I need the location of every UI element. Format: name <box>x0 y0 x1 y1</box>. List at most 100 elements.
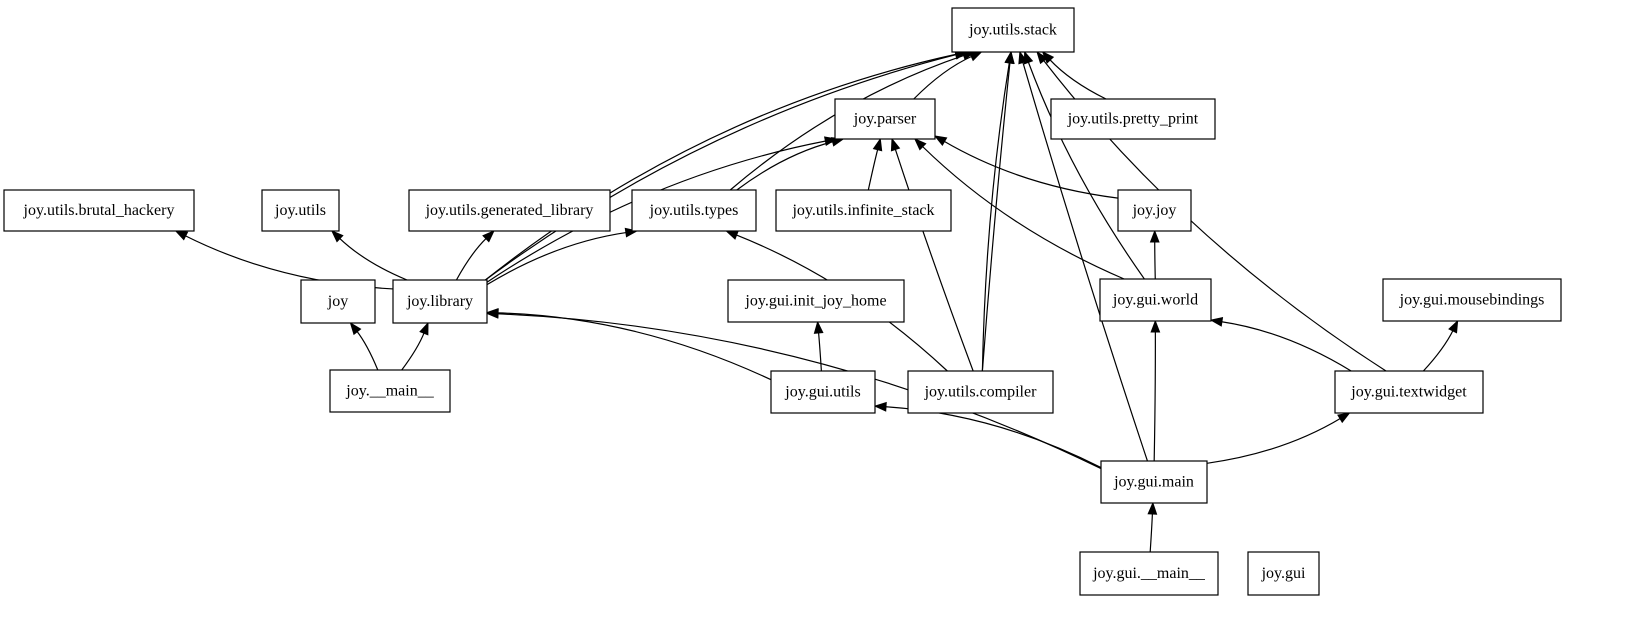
arrowhead <box>725 230 739 240</box>
edge-joy-gui-textwidget-to-joy-gui-world <box>1209 316 1352 372</box>
arrowhead <box>1147 501 1158 515</box>
node-joy-utils[interactable]: joy.utils <box>261 189 340 232</box>
node-joy-gui-main[interactable]: joy.gui.__main__ <box>1079 551 1219 596</box>
edge-line <box>921 145 1125 280</box>
arrowhead <box>1018 50 1028 65</box>
edge-joy-utils-compiler-to-joy-utils-stack <box>981 50 1015 372</box>
edge-joy-main-to-joy-library <box>401 321 429 371</box>
node-joy-gui-mousebindings[interactable]: joy.gui.mousebindings <box>1382 278 1562 322</box>
edge-joy-utils-pretty-print-to-joy-utils-stack <box>1041 50 1107 100</box>
node-label: joy <box>327 293 348 310</box>
node-box <box>408 189 611 232</box>
arrowhead <box>873 401 887 412</box>
node-joy-utils-pretty-print[interactable]: joy.utils.pretty_print <box>1050 98 1216 140</box>
node-box <box>1382 278 1562 322</box>
node-label: joy.gui.__main__ <box>1092 565 1206 582</box>
edge-line <box>1422 329 1454 372</box>
arrowhead <box>1036 50 1049 65</box>
node-joy-utils-generated-library[interactable]: joy.utils.generated_library <box>408 189 611 232</box>
edge-joy-gui-utils-to-joy-gui-init-joy-home <box>813 320 824 372</box>
node-joy[interactable]: joy <box>300 279 376 324</box>
edge-joy-gui-main-to-joy-gui-main <box>1147 501 1158 553</box>
node-joy-parser[interactable]: joy.parser <box>834 98 936 140</box>
edge-joy-gui-main-to-joy-gui-world <box>1150 319 1161 462</box>
node-box <box>1079 551 1219 596</box>
edge-joy-library-to-joy-utils-stack <box>485 50 968 281</box>
arrowhead <box>1150 319 1161 333</box>
arrowhead <box>1149 229 1160 243</box>
edge-layer <box>174 49 1459 553</box>
edge-line <box>496 313 1102 470</box>
arrowhead <box>174 230 189 241</box>
node-joy-main[interactable]: joy.__main__ <box>329 369 451 413</box>
node-label: joy.gui.world <box>1112 292 1198 309</box>
arrowhead <box>1448 319 1459 334</box>
edge-line <box>867 148 879 191</box>
edge-joy-library-to-joy-utils <box>330 230 408 281</box>
node-label: joy.utils.infinite_stack <box>791 202 934 219</box>
edge-line <box>1153 330 1156 462</box>
edge-joy-gui-main-to-joy-library <box>485 308 1102 470</box>
edge-line <box>1049 58 1107 100</box>
node-joy-gui-utils[interactable]: joy.gui.utils <box>770 370 876 414</box>
arrowhead <box>913 138 927 151</box>
node-label: joy.joy <box>1132 202 1177 219</box>
node-label: joy.parser <box>853 111 917 128</box>
arrowhead <box>872 137 883 152</box>
edge-line <box>401 332 425 371</box>
node-joy-library[interactable]: joy.library <box>392 279 488 324</box>
node-box <box>392 279 488 324</box>
node-joy-joy[interactable]: joy.joy <box>1117 189 1192 232</box>
node-label: joy.gui <box>1261 565 1306 582</box>
node-label: joy.gui.textwidget <box>1350 384 1467 401</box>
node-box <box>3 189 195 232</box>
node-box <box>775 189 952 232</box>
arrowhead <box>419 321 429 336</box>
node-joy-gui-textwidget[interactable]: joy.gui.textwidget <box>1334 370 1484 414</box>
edge-joy-gui-world-to-joy-parser <box>913 138 1125 280</box>
node-joy-gui-init-joy-home[interactable]: joy.gui.init_joy_home <box>727 279 905 323</box>
node-box <box>951 7 1075 53</box>
node-label: joy.utils.stack <box>968 22 1057 39</box>
edge-joy-parser-to-joy-utils-stack <box>913 51 983 100</box>
arrowhead <box>813 320 824 334</box>
node-box <box>834 98 936 140</box>
arrowhead <box>1209 316 1224 327</box>
edge-line <box>817 331 822 372</box>
node-label: joy.gui.init_joy_home <box>744 293 886 310</box>
edge-line <box>1220 321 1352 372</box>
edge-line <box>356 330 379 371</box>
edge-joy-main-to-joy <box>349 321 379 371</box>
node-box <box>907 370 1054 414</box>
node-box <box>1099 278 1212 322</box>
edge-joy-gui-main-to-joy-gui-textwidget <box>1206 412 1351 464</box>
edge-joy-utils-infinite-stack-to-joy-parser <box>867 137 883 191</box>
edge-line <box>1154 240 1156 280</box>
edge-line <box>884 406 1102 469</box>
arrowhead <box>1337 412 1351 424</box>
edge-line <box>943 140 1119 199</box>
edge-line <box>981 61 1011 372</box>
edge-line <box>913 55 973 100</box>
node-label: joy.gui.main <box>1113 474 1194 491</box>
node-label: joy.utils.compiler <box>924 384 1038 401</box>
node-joy-gui-world[interactable]: joy.gui.world <box>1099 278 1212 322</box>
node-label: joy.utils.brutal_hackery <box>23 202 175 219</box>
edge-line <box>736 140 834 191</box>
arrowhead <box>933 135 948 147</box>
node-joy-gui[interactable]: joy.gui <box>1247 551 1320 596</box>
node-joy-gui-main[interactable]: joy.gui.main <box>1100 460 1208 504</box>
edge-joy-utils-types-to-joy-parser <box>736 137 845 191</box>
edge-joy-library-to-joy-utils-generated-library <box>455 230 495 281</box>
node-joy-utils-stack[interactable]: joy.utils.stack <box>951 7 1075 53</box>
node-box <box>770 370 876 414</box>
edge-line <box>496 312 772 381</box>
node-joy-utils-brutal-hackery[interactable]: joy.utils.brutal_hackery <box>3 189 195 232</box>
arrowhead <box>330 230 344 243</box>
node-joy-utils-types[interactable]: joy.utils.types <box>631 189 757 232</box>
node-joy-utils-infinite-stack[interactable]: joy.utils.infinite_stack <box>775 189 952 232</box>
edge-line <box>485 53 958 281</box>
node-joy-utils-compiler[interactable]: joy.utils.compiler <box>907 370 1054 414</box>
node-label: joy.__main__ <box>345 383 434 400</box>
node-box <box>261 189 340 232</box>
